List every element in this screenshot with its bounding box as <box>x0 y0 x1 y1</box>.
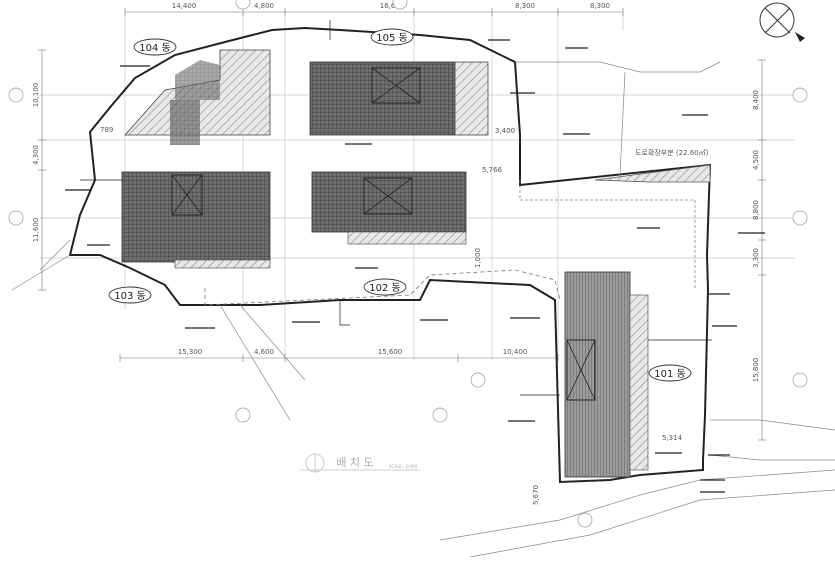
dim-bottom-3: 15,600 <box>378 348 403 356</box>
dimension-labels-left: 10,100 4,300 11,600 <box>32 83 40 243</box>
dimension-labels-bottom: 15,300 4,600 15,600 10,400 <box>178 348 528 356</box>
north-arrow-icon <box>759 2 805 42</box>
title-scale: SCALE : 1/400 <box>389 464 418 469</box>
drawing-title: 배 치 도 SCALE : 1/400 <box>300 453 420 473</box>
dim-bottom-1: 15,300 <box>178 348 203 356</box>
dim-5670: 5,670 <box>532 485 540 505</box>
label-101: 101 동 <box>654 368 685 380</box>
level-markers <box>65 39 765 493</box>
label-102: 102 동 <box>369 282 400 294</box>
building-102 <box>311 171 467 245</box>
dim-right-3: 8,800 <box>752 200 760 220</box>
dim-left-2: 4,300 <box>32 145 40 165</box>
dimension-row-bottom <box>119 354 559 362</box>
dim-right-4: 3,300 <box>752 248 760 268</box>
dim-1000: 1,000 <box>474 248 482 268</box>
title-text: 배 치 도 <box>336 456 373 469</box>
dim-5766: 5,766 <box>482 166 503 174</box>
dim-right-5: 15,800 <box>752 358 760 383</box>
label-103: 103 동 <box>114 290 145 302</box>
label-105: 105 동 <box>376 32 407 44</box>
misc-dimensions: 789 3,400 5,766 1,000 5,314 5,670 도로확장부분… <box>100 126 709 505</box>
dim-right-1: 8,400 <box>752 90 760 110</box>
grid-markers <box>8 0 808 528</box>
dim-top-4: 8,300 <box>515 2 535 10</box>
building-103 <box>121 171 271 269</box>
dim-5314: 5,314 <box>662 434 683 442</box>
dim-789: 789 <box>100 126 113 134</box>
building-104 <box>124 49 271 145</box>
dimension-labels-right: 8,400 4,500 8,800 3,300 15,800 <box>752 90 760 382</box>
dimension-col-right <box>758 59 766 441</box>
building-101 <box>564 271 649 478</box>
dim-bottom-4: 10,400 <box>503 348 528 356</box>
road-widening-area <box>594 164 711 183</box>
building-labels: 104 동 105 동 103 동 102 동 101 동 <box>108 28 692 382</box>
dimension-labels-top: 14,400 4,800 16,600 8,300 8,300 <box>172 2 610 10</box>
road-widening-label: 도로확장부분 (22.60㎡) <box>635 148 709 157</box>
setback-line <box>204 269 561 306</box>
dim-bottom-2: 4,600 <box>254 348 274 356</box>
dim-top-5: 8,300 <box>590 2 610 10</box>
dim-top-1: 14,400 <box>172 2 197 10</box>
dim-left-1: 10,100 <box>32 83 40 108</box>
site-boundary <box>68 26 712 484</box>
road-edge-line <box>519 180 696 290</box>
dim-right-2: 4,500 <box>752 150 760 170</box>
dimension-col-left <box>38 49 46 291</box>
dim-top-2: 4,800 <box>254 2 274 10</box>
surrounding-context <box>11 61 835 558</box>
dim-top-3: 16,600 <box>380 2 405 10</box>
dim-left-3: 11,600 <box>32 218 40 243</box>
leader-lines <box>80 20 712 396</box>
building-105 <box>309 61 489 136</box>
dimension-row-top <box>124 8 624 16</box>
label-104: 104 동 <box>139 42 170 54</box>
dim-3400: 3,400 <box>495 127 515 135</box>
